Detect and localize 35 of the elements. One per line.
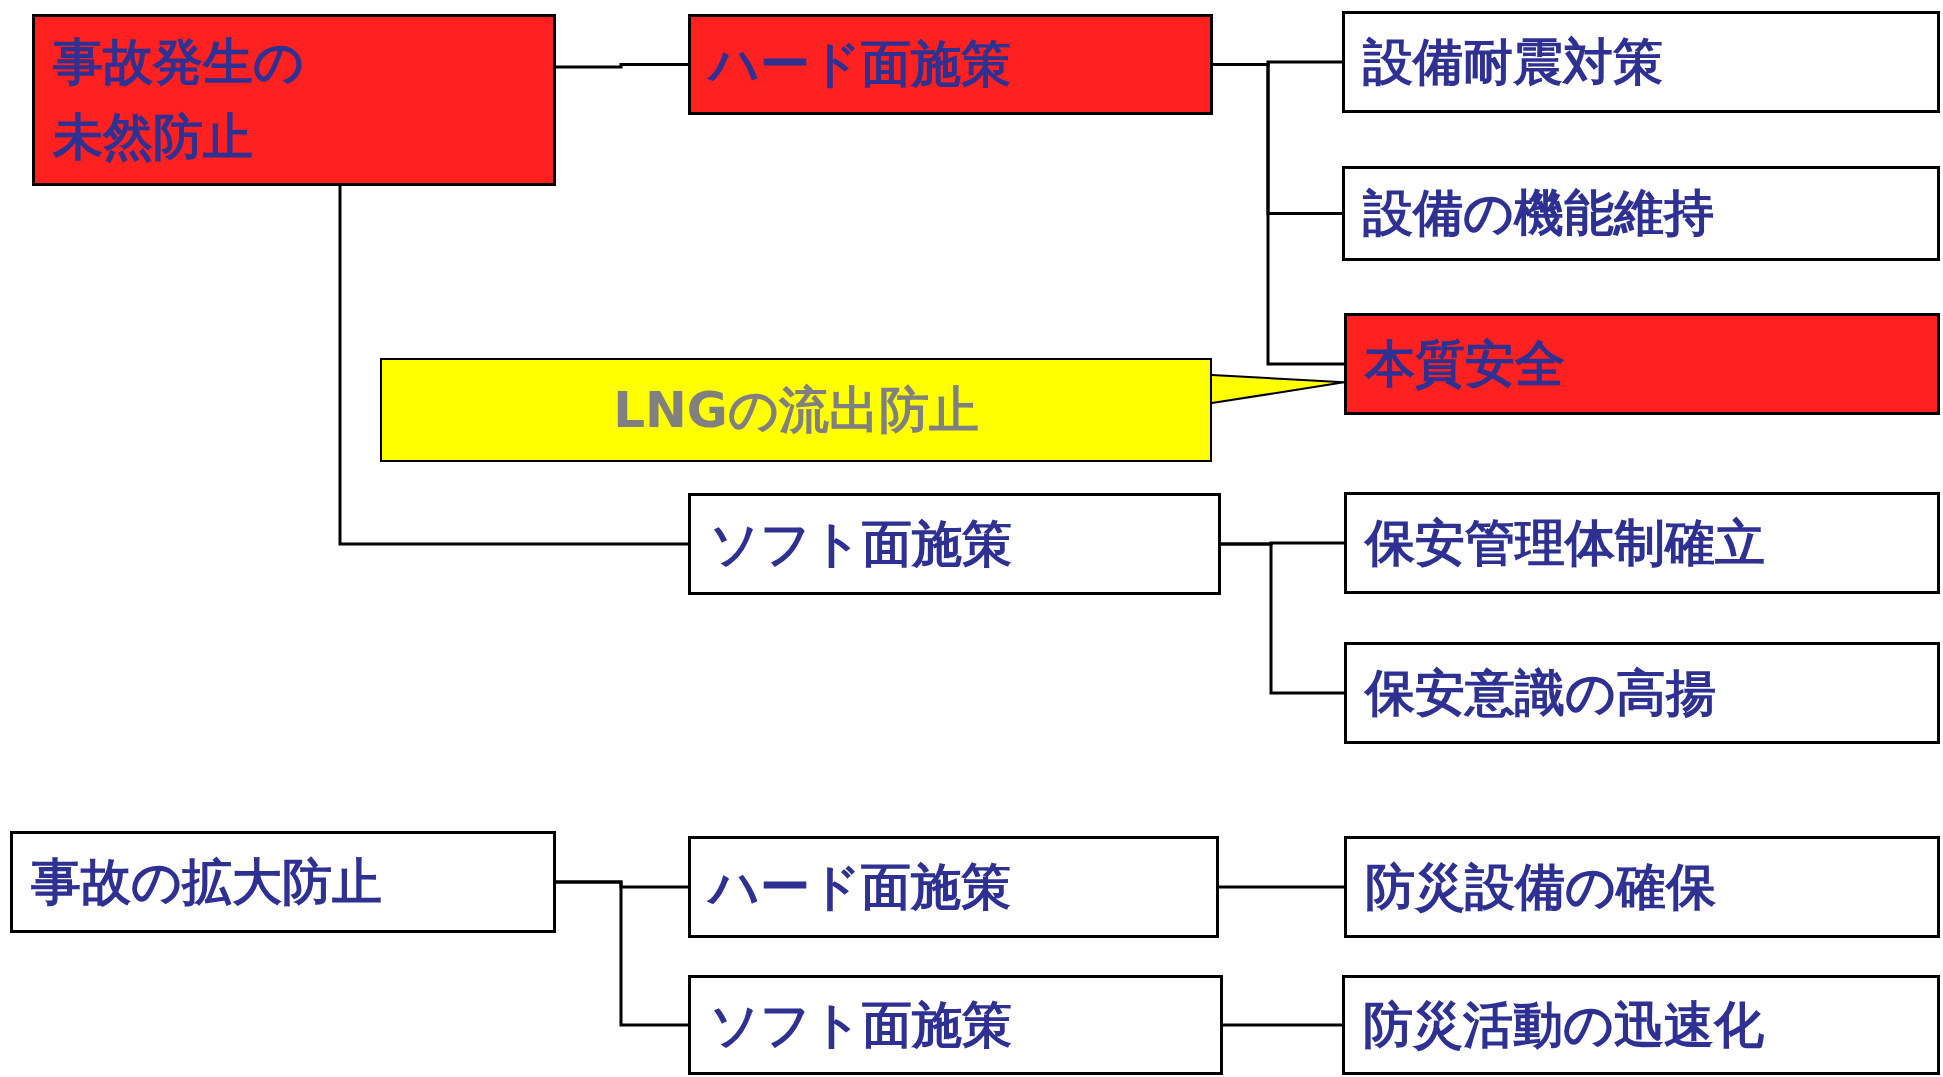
- process-box: [10, 831, 556, 933]
- connector-line: [556, 880, 688, 1027]
- process-box: [1342, 166, 1940, 261]
- process-box: [1344, 313, 1940, 415]
- process-box: [688, 14, 1213, 115]
- process-box: [32, 14, 556, 186]
- box-label: 本質安全: [1365, 333, 1565, 395]
- process-box: [688, 836, 1219, 938]
- process-box: [688, 975, 1223, 1075]
- box-label: 防災活動の迅速化: [1363, 994, 1764, 1056]
- box-label: ソフト面施策: [709, 513, 1012, 575]
- box-label: 保安意識の高揚: [1365, 662, 1716, 724]
- box-label: 事故の拡大防止: [31, 851, 382, 913]
- process-box: [1344, 836, 1940, 938]
- process-box: [1342, 975, 1940, 1075]
- box-label: 設備耐震対策: [1363, 31, 1663, 93]
- connector-line: [1223, 1023, 1342, 1027]
- connector-line: [338, 186, 688, 546]
- box-label: ソフト面施策: [709, 994, 1012, 1056]
- box-label: 事故発生の未然防止: [53, 32, 305, 168]
- connector-line: [1219, 885, 1344, 889]
- callout-box: [380, 358, 1212, 462]
- process-box: [1342, 11, 1940, 113]
- connector-line: [1221, 542, 1344, 695]
- box-label: ハード面施策: [709, 856, 1011, 918]
- box-label: 設備の機能維持: [1363, 183, 1714, 244]
- box-label: 保安管理体制確立: [1365, 512, 1765, 574]
- box-label: LNGの流出防止: [613, 379, 979, 441]
- connector-line: [1213, 63, 1344, 366]
- process-box: [1344, 492, 1940, 594]
- connector-line: [556, 63, 688, 69]
- box-label: 防災設備の確保: [1365, 856, 1716, 918]
- process-box: [688, 493, 1221, 595]
- box-label: ハード面施策: [709, 34, 1011, 95]
- process-box: [1344, 642, 1940, 744]
